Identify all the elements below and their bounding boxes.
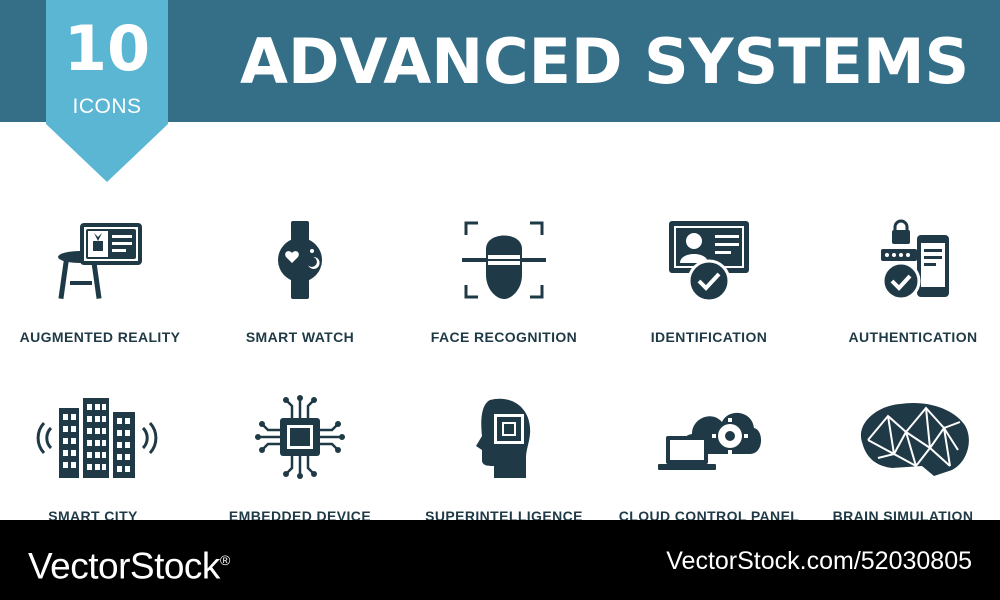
icon-tile-embedded-device: EMBEDDED DEVICE xyxy=(200,392,400,524)
brand-name: VectorStock xyxy=(28,545,220,587)
badge-shape xyxy=(46,0,168,182)
icon-tile-augmented-reality: AUGMENTED REALITY xyxy=(0,215,200,350)
identification-icon xyxy=(669,221,749,303)
face-recognition-icon xyxy=(462,221,546,299)
icon-tile-smart-city: SMART CITY xyxy=(0,392,194,524)
authentication-icon xyxy=(881,219,949,301)
embedded-device-icon xyxy=(255,395,345,479)
augmented-reality-icon xyxy=(58,223,142,300)
icon-label: SMART WATCH xyxy=(245,329,355,345)
icon-tile-identification: IDENTIFICATION xyxy=(609,215,809,350)
icon-tile-brain-simulation: BRAIN SIMULATION xyxy=(813,392,1000,524)
footer-brand: VectorStock® xyxy=(28,538,230,588)
footer-image-id: VectorStock.com/52030805 xyxy=(666,547,972,575)
icon-tile-authentication: AUTHENTICATION xyxy=(813,215,1000,350)
watermark-footer: VectorStock® VectorStock.com/52030805 xyxy=(0,520,1000,600)
superintelligence-icon xyxy=(476,398,531,478)
brain-simulation-icon xyxy=(860,402,969,476)
badge-number: 10 xyxy=(63,12,151,85)
smart-watch-icon xyxy=(278,221,322,299)
icon-tile-face-recognition: FACE RECOGNITION xyxy=(404,215,604,350)
registered-mark: ® xyxy=(219,552,230,568)
smart-city-icon xyxy=(36,398,158,478)
cloud-control-panel-icon xyxy=(658,412,762,470)
icon-label: FACE RECOGNITION xyxy=(430,329,578,345)
icon-tile-cloud-control-panel: CLOUD CONTROL PANEL xyxy=(609,392,809,524)
icon-tile-smart-watch: SMART WATCH xyxy=(200,215,400,350)
badge-label: ICONS xyxy=(72,95,142,118)
icon-count-badge: 10 ICONS xyxy=(46,0,168,182)
icon-label: AUTHENTICATION xyxy=(848,329,978,345)
page-title: ADVANCED SYSTEMS xyxy=(240,25,970,98)
icon-label: AUGMENTED REALITY xyxy=(19,329,181,345)
icon-label: IDENTIFICATION xyxy=(650,329,768,345)
icon-tile-superintelligence: SUPERINTELLIGENCE xyxy=(404,392,604,524)
